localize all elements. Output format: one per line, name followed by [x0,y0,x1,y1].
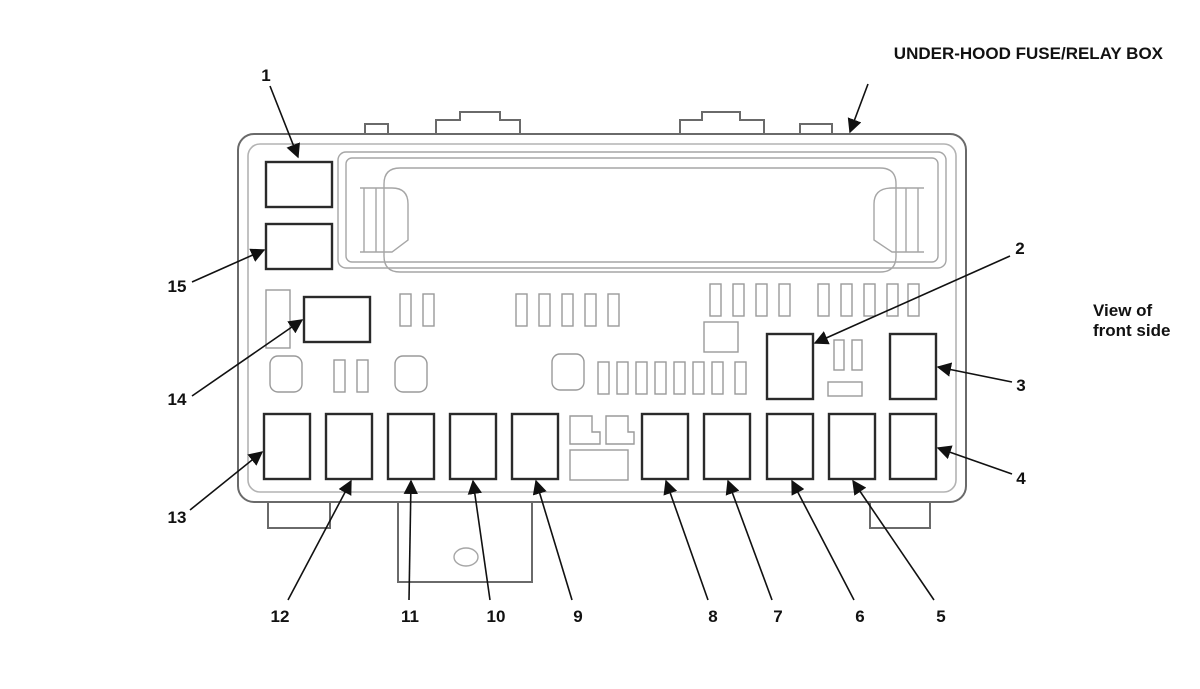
relay-9 [510,412,560,481]
relay-12 [324,412,374,481]
leader-2 [813,255,1011,345]
fuse-box-housing [237,111,967,583]
leader-5 [852,479,935,601]
callout-3: 3 [1016,376,1025,395]
callout-7: 7 [773,607,782,626]
leader-4 [936,445,1013,475]
callout-8: 8 [708,607,717,626]
diagram-title: UNDER-HOOD FUSE/RELAY BOX [894,44,1164,63]
relay-5 [827,412,877,481]
callout-9: 9 [573,607,582,626]
relay-8 [640,412,690,481]
callout-2: 2 [1015,239,1024,258]
leader-3 [936,362,1013,383]
leader-9 [532,479,573,601]
relay-6 [765,412,815,481]
leader-8 [663,479,709,601]
relay-13 [262,412,312,481]
callout-4: 4 [1016,469,1026,488]
leader-1 [269,85,300,159]
relay-14 [302,295,372,344]
callout-labels: 1 2 3 4 5 6 7 8 9 10 11 12 13 14 15 [168,66,1027,626]
relay-11 [386,412,436,481]
relay-1 [264,160,334,209]
view-label-line1: View of [1093,301,1153,320]
callout-11: 11 [401,607,419,626]
leader-14 [191,319,304,397]
callout-6: 6 [855,607,864,626]
relay-2 [765,332,815,401]
leader-11 [403,479,418,601]
leader-10 [467,479,491,601]
view-label-line2: front side [1093,321,1170,340]
leader-lines [189,83,1013,601]
relays [262,160,938,481]
relay-7 [702,412,752,481]
callout-1: 1 [261,66,270,85]
callout-13: 13 [168,508,187,527]
leader-title [847,83,869,134]
callout-12: 12 [271,607,290,626]
relay-4 [888,412,938,481]
callout-14: 14 [168,390,187,409]
callout-15: 15 [168,277,187,296]
leader-13 [189,451,264,511]
leader-6 [791,479,855,601]
callout-10: 10 [487,607,506,626]
relay-10 [448,412,498,481]
small-fuse-slots [265,283,920,481]
relay-15 [264,222,334,271]
leader-15 [191,248,266,283]
leader-12 [287,479,352,601]
callout-5: 5 [936,607,945,626]
leader-7 [725,479,773,601]
relay-3 [888,332,938,401]
